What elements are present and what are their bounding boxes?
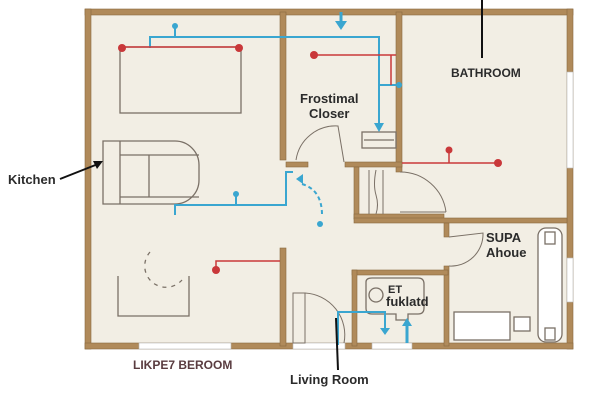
bathtub xyxy=(537,227,563,343)
interior-walls xyxy=(279,11,568,347)
living-door-swing xyxy=(304,292,346,344)
tub-drain xyxy=(544,327,556,341)
cabinet xyxy=(453,311,511,341)
kitchen-label: Kitchen xyxy=(8,172,56,187)
supa-label-line2: Ahoue xyxy=(486,244,527,260)
hot-lines xyxy=(120,46,498,268)
tub-faucet xyxy=(544,231,556,245)
supa-label: SUPA Ahoue xyxy=(486,230,527,261)
leader-lines xyxy=(59,0,483,371)
dashed-round-table xyxy=(144,251,183,288)
stairs xyxy=(368,169,384,215)
closet-door xyxy=(295,125,345,163)
supa-door xyxy=(448,232,484,267)
main-water-line xyxy=(149,36,380,125)
bathroom-label: BATHROOM xyxy=(451,66,521,80)
closet-label-line1: Frostimal xyxy=(300,91,359,106)
living-door-leaf xyxy=(292,292,306,344)
bathroom-window xyxy=(566,71,574,169)
living-room-label: Living Room xyxy=(290,372,369,387)
bedroom-window xyxy=(138,342,232,350)
closet-label: Frostimal Closer xyxy=(300,91,359,122)
fuklatd-label: fuklatd xyxy=(386,294,429,309)
closet-label-line2: Closer xyxy=(309,105,350,121)
et-label: ET xyxy=(388,284,403,296)
doors xyxy=(292,125,484,344)
hot-line-markers xyxy=(118,44,502,274)
windows xyxy=(138,71,574,350)
cabinet-knob xyxy=(513,316,531,332)
supa-window xyxy=(566,257,574,303)
et-window xyxy=(371,342,413,350)
sink xyxy=(365,277,425,321)
living-room-leader xyxy=(335,317,339,371)
floor-area xyxy=(88,12,570,346)
left-water-line xyxy=(174,171,293,215)
bedroom-label: LIKPE7 BEROOM xyxy=(133,358,233,372)
furniture xyxy=(102,46,563,343)
bathroom-door xyxy=(399,171,447,213)
water-pipe-markers xyxy=(172,21,412,335)
supa-label-line1: SUPA xyxy=(486,230,522,245)
sink-drain xyxy=(368,287,384,303)
bottom-water-line xyxy=(337,311,386,345)
table xyxy=(117,276,190,317)
sofa xyxy=(102,140,200,205)
kitchen-leader xyxy=(59,163,99,180)
living-window xyxy=(292,342,346,350)
